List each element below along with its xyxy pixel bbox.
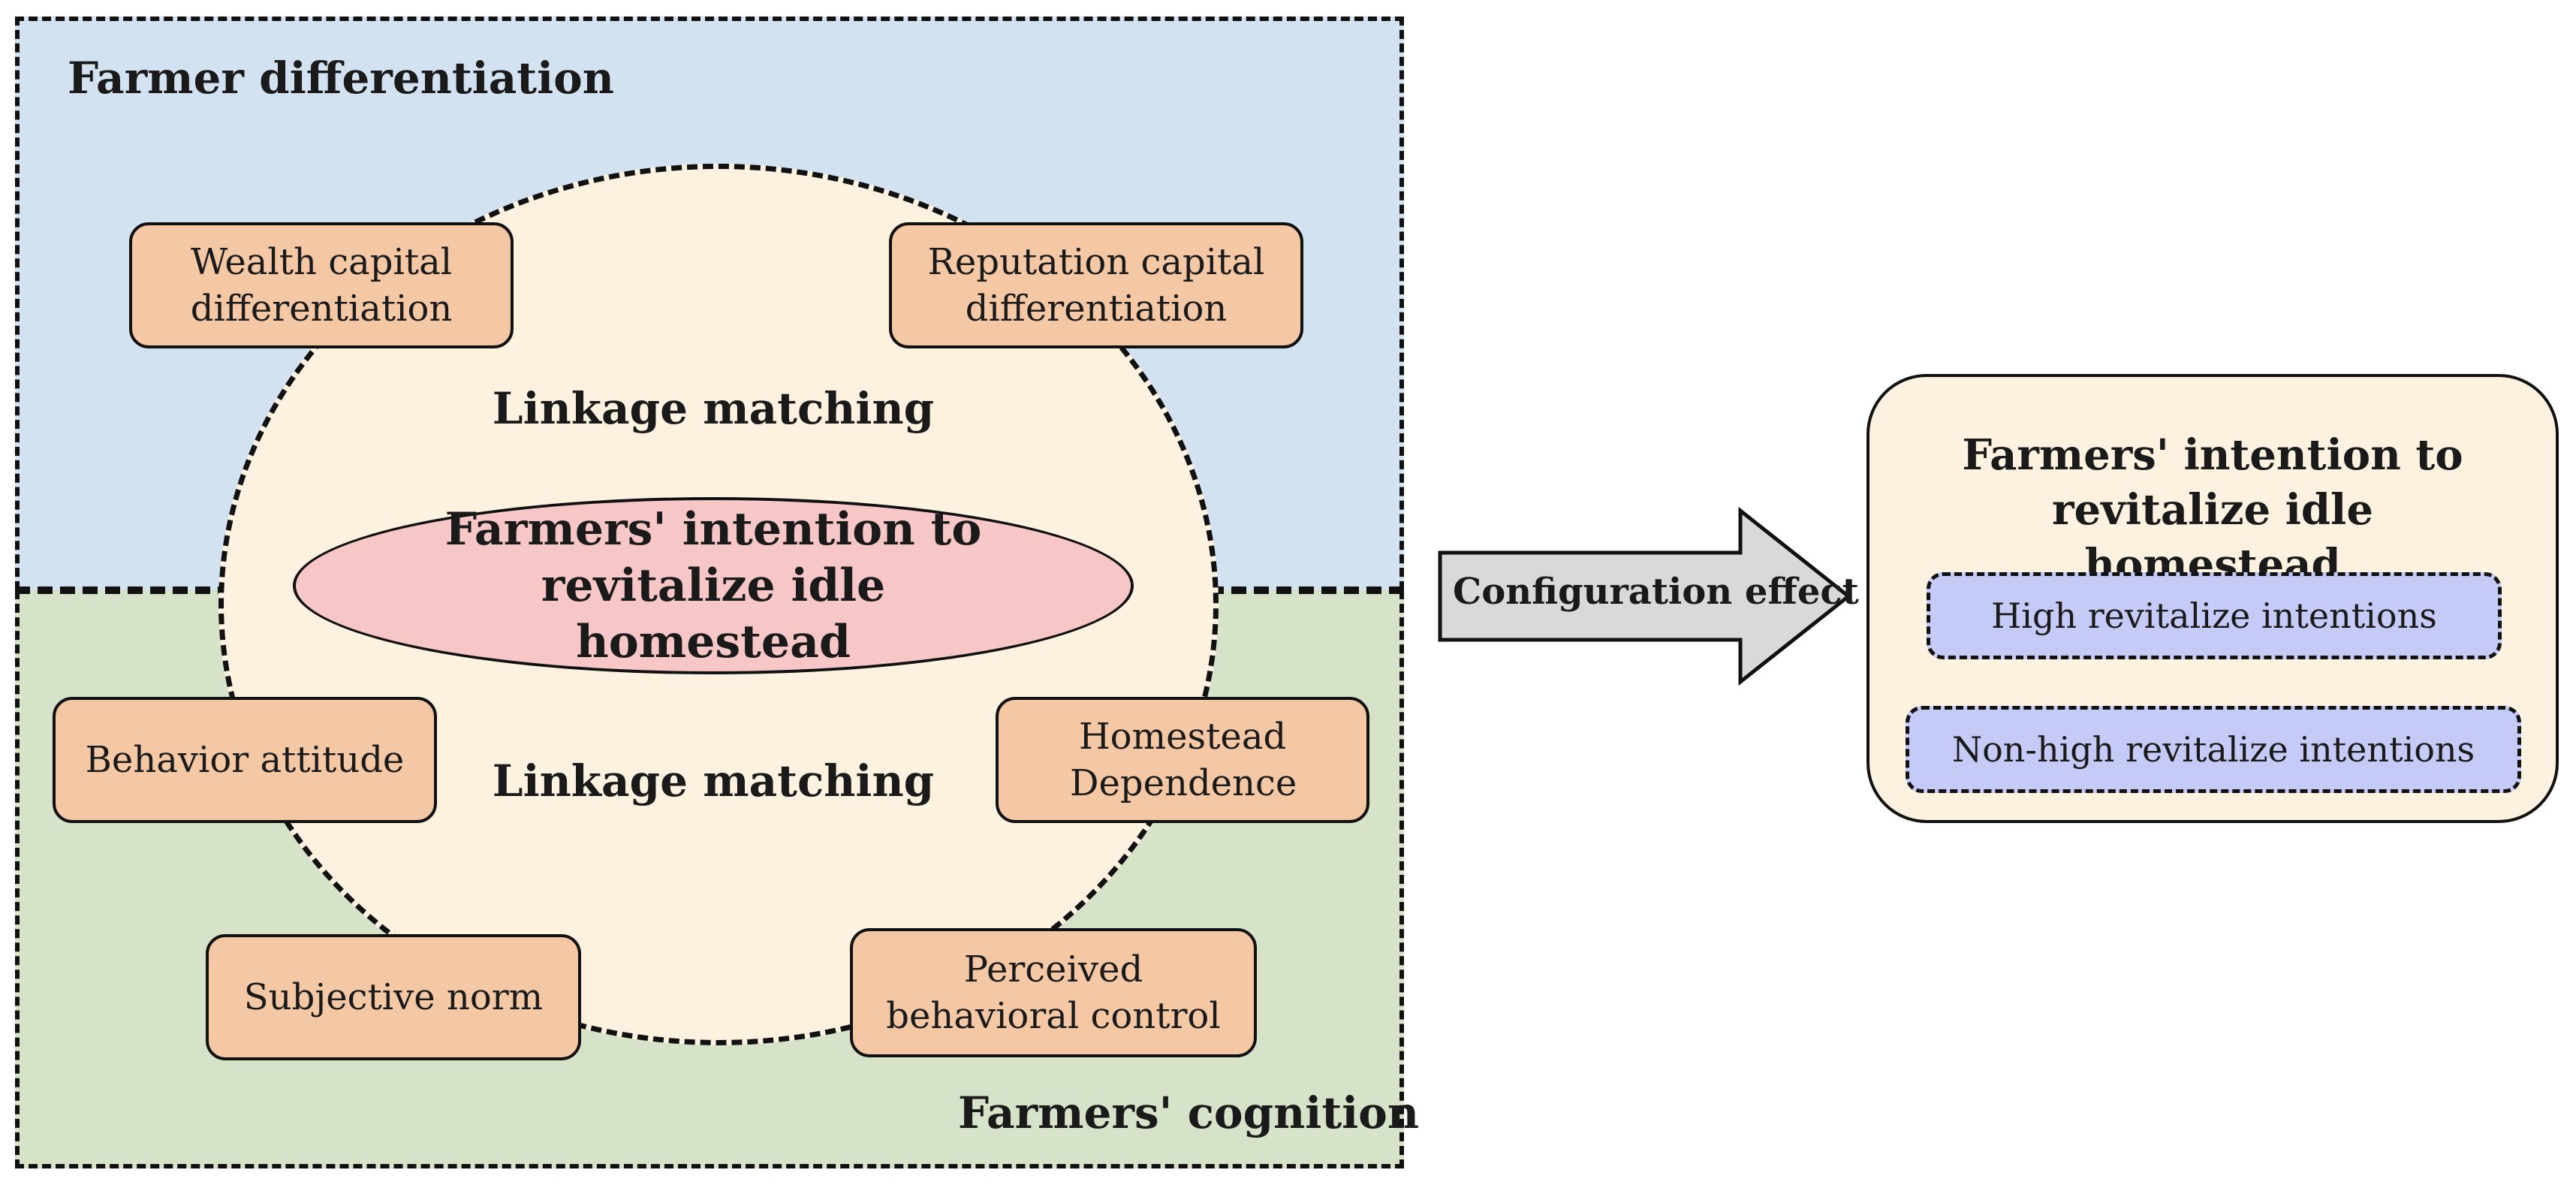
outcome-title: Farmers' intention to revitalize idle ho…	[1866, 428, 2559, 592]
subjective-norm-label: Subjective norm	[243, 975, 544, 1018]
linkage-matching-bottom-label: Linkage matching	[492, 755, 935, 807]
behavior-attitude-node: Behavior attitude	[53, 697, 437, 823]
reputation-capital-node: Reputation capital differentiation	[889, 222, 1303, 348]
configuration-effect-label: Configuration effect	[1453, 571, 1859, 613]
farmers-cognition-title: Farmers' cognition	[958, 1087, 1420, 1138]
high-intentions-item: High revitalize intentions	[1927, 572, 2502, 659]
homestead-dependence-label: Homestead Dependence	[1070, 715, 1297, 804]
linkage-matching-top-label: Linkage matching	[492, 383, 935, 434]
behavior-attitude-label: Behavior attitude	[85, 738, 405, 781]
wealth-capital-label: Wealth capital differentiation	[190, 240, 453, 330]
intention-ellipse-label: Farmers' intention to revitalize idle ho…	[444, 502, 982, 668]
reputation-capital-label: Reputation capital differentiation	[927, 240, 1265, 330]
perceived-behavioral-control-label: Perceived behavioral control	[886, 948, 1221, 1037]
non-high-intentions-label: Non-high revitalize intentions	[1951, 729, 2475, 770]
wealth-capital-node: Wealth capital differentiation	[129, 222, 514, 348]
subjective-norm-node: Subjective norm	[206, 934, 581, 1060]
configuration-effect-arrow	[1438, 506, 1852, 686]
non-high-intentions-item: Non-high revitalize intentions	[1906, 706, 2521, 793]
farmer-differentiation-title: Farmer differentiation	[68, 53, 614, 104]
homestead-dependence-node: Homestead Dependence	[996, 697, 1369, 823]
outcome-title-text: Farmers' intention to revitalize idle ho…	[1962, 430, 2463, 589]
perceived-behavioral-control-node: Perceived behavioral control	[850, 928, 1257, 1057]
high-intentions-label: High revitalize intentions	[1991, 596, 2437, 636]
intention-ellipse: Farmers' intention to revitalize idle ho…	[293, 497, 1134, 674]
